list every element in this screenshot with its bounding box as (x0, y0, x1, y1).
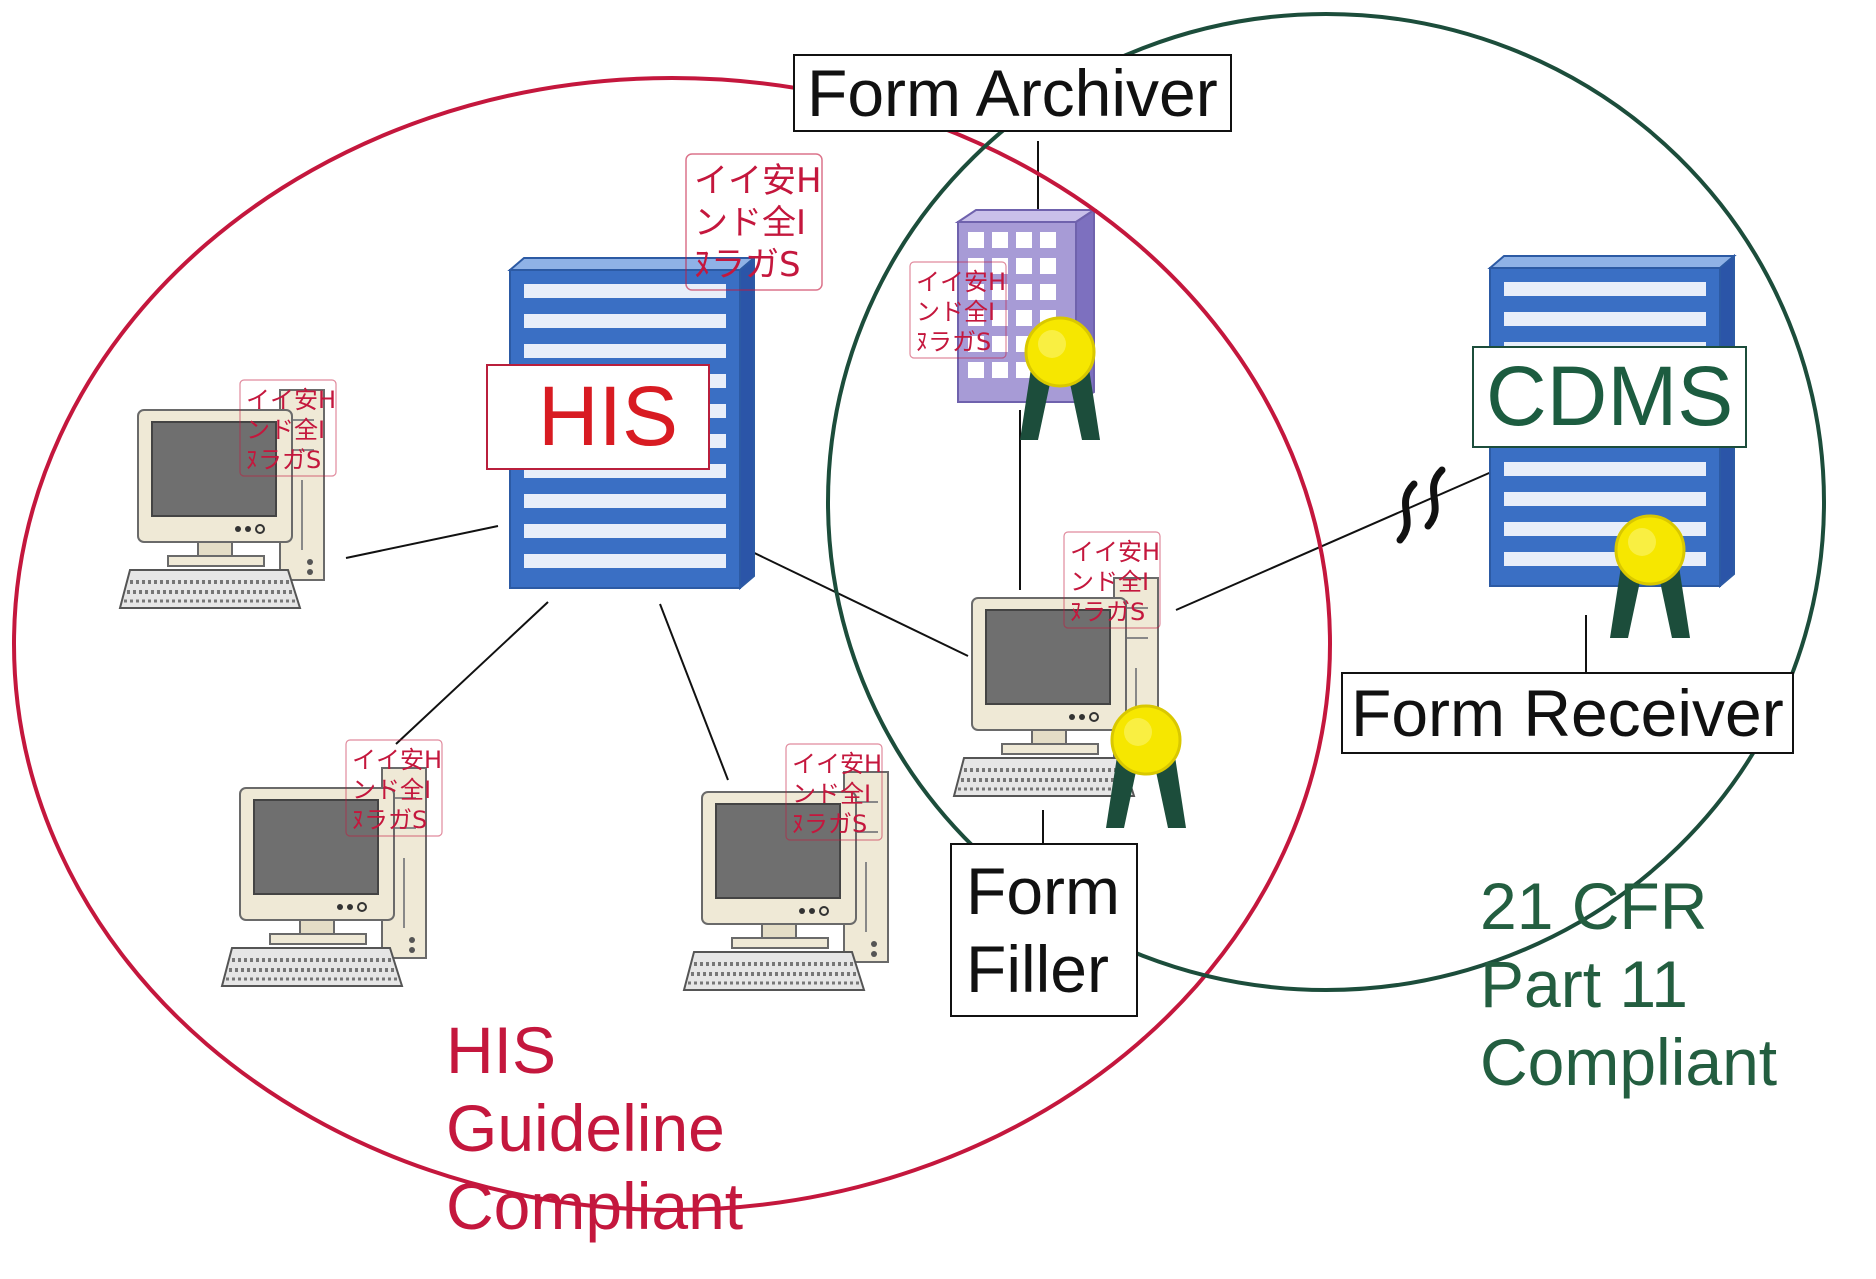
stamp-text: ンド全I (792, 780, 871, 808)
caption-line: Compliant (1480, 1024, 1778, 1099)
caption-line: Guideline (446, 1090, 725, 1165)
caption-line: 21 CFR (1480, 869, 1708, 943)
stamp-text: ﾇラガS (694, 245, 801, 285)
stamp-text: ンド全I (352, 776, 431, 804)
caption-line: Compliant (446, 1168, 744, 1243)
certificate-medal-icon (1018, 316, 1102, 442)
stamp-text: ﾇラガS (246, 446, 321, 474)
cfr-part11-region (826, 12, 1826, 992)
stamp-text: ンド全I (1070, 568, 1149, 596)
stamp-text: ンド全I (916, 298, 995, 326)
link-break-icon (1396, 466, 1446, 544)
stamp-text: ﾇラガS (792, 810, 867, 838)
cfr-part11-caption: 21 CFR Part 11 Compliant (1480, 868, 1870, 1102)
his-guideline-caption: HIS Guideline Compliant (446, 1012, 846, 1246)
form-filler-label: Form Filler (950, 843, 1138, 1017)
stamp-text: イイ安H (1070, 538, 1160, 566)
stamp-text: ﾇラガS (352, 806, 427, 834)
stamp-text: イイ安H (352, 746, 442, 774)
form-filler-label-line: Filler (966, 931, 1109, 1006)
certificate-medal-icon (1608, 514, 1692, 640)
form-receiver-label: Form Receiver (1341, 672, 1794, 754)
stamp-text: ﾇラガS (916, 328, 991, 356)
stamp-text: ﾇラガS (1070, 598, 1145, 626)
stamp-text: イイ安H (792, 750, 882, 778)
caption-line: HIS (446, 1013, 557, 1087)
stamp-text: イイ安H (246, 386, 336, 414)
cdms-server-label: CDMS (1472, 346, 1748, 448)
form-archiver-label: Form Archiver (793, 54, 1232, 132)
stamp-text: ンド全I (694, 203, 806, 243)
his-guideline-region (12, 76, 1332, 1212)
his-server-label: HIS (486, 364, 711, 470)
certificate-medal-icon (1104, 704, 1188, 830)
form-filler-label-line: Form (966, 854, 1120, 928)
stamp-text: ンド全I (246, 416, 325, 444)
stamp-text: イイ安H (694, 161, 822, 201)
stamp-text: イイ安H (916, 268, 1006, 296)
caption-line: Part 11 (1480, 946, 1688, 1021)
security-stamp-icon: イイ安H ンド全I ﾇラガS イイ安H ンド全I ﾇラガS イイ安H ンド全I … (239, 153, 1161, 841)
